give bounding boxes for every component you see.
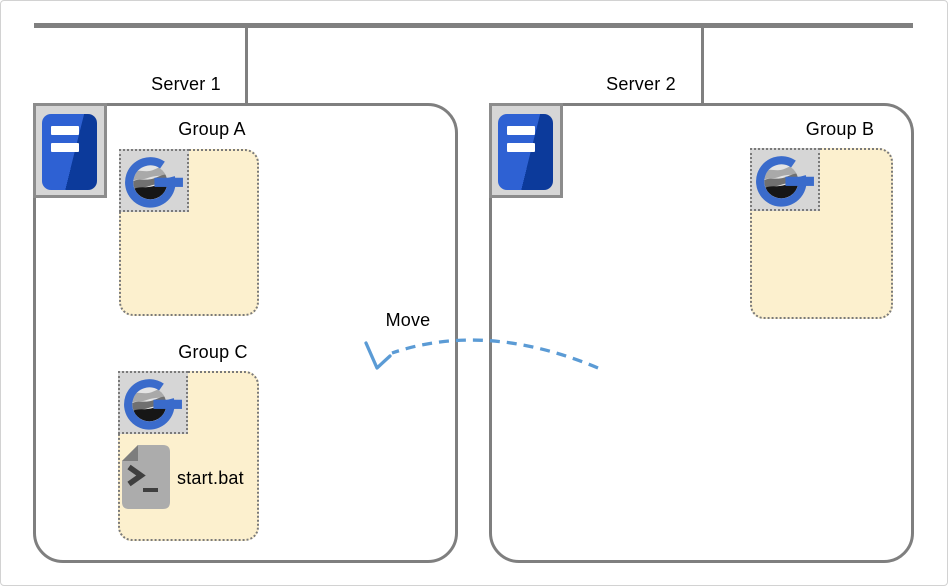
server-tower-icon (489, 103, 563, 198)
server-slot-bar (51, 143, 79, 152)
server-slot-bar (507, 126, 535, 135)
console-file-icon (122, 445, 170, 509)
server1-connector-line (245, 26, 248, 103)
group-b-label: Group B (805, 119, 875, 139)
server-slot-bar (507, 143, 535, 152)
server-tower-body (498, 114, 553, 190)
server-tower-icon (33, 103, 107, 198)
group-c-label: Group C (178, 342, 248, 362)
server2-connector-line (701, 26, 704, 103)
move-label: Move (385, 310, 431, 330)
server-tower-body (42, 114, 97, 190)
move-arrow-icon (364, 338, 599, 370)
server1-label: Server 1 (151, 74, 221, 94)
globe-g-icon (119, 149, 189, 212)
globe-g-icon (118, 371, 188, 434)
file-name-label: start.bat (177, 468, 244, 488)
group-a-label: Group A (178, 119, 246, 139)
globe-g-icon (750, 148, 820, 211)
server-slot-bar (51, 126, 79, 135)
server2-label: Server 2 (606, 74, 676, 94)
network-bus-line (34, 23, 913, 28)
